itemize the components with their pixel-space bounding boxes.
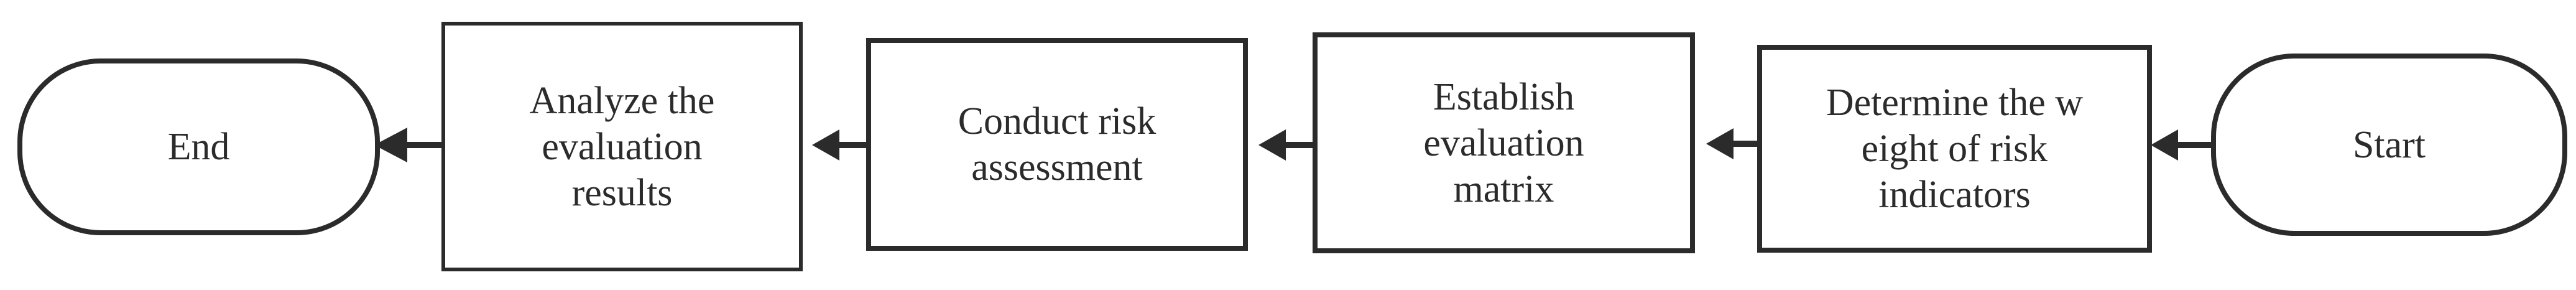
connector-start-to-weights bbox=[2151, 129, 2212, 161]
start-label: Start bbox=[2352, 123, 2426, 166]
assess-label: Conduct risk assessment bbox=[958, 100, 1156, 189]
analyze-process-box bbox=[441, 22, 803, 271]
connector-matrix-to-assess bbox=[1258, 129, 1314, 161]
connector-assess-to-analyze bbox=[812, 129, 867, 161]
assess-process-box bbox=[866, 38, 1248, 251]
weights-process-box bbox=[1757, 45, 2152, 253]
weights-label: Determine the w eight of risk indicators bbox=[1826, 82, 2084, 216]
analyze-label: Analyze the evaluation results bbox=[529, 79, 715, 214]
connector-weights-to-matrix bbox=[1706, 128, 1758, 159]
end-terminal-shape bbox=[17, 58, 380, 235]
start-terminal-shape bbox=[2211, 54, 2567, 236]
matrix-process-box bbox=[1313, 32, 1695, 253]
connector-analyze-to-end bbox=[374, 128, 443, 162]
matrix-label: Establish evaluation matrix bbox=[1423, 75, 1584, 210]
end-label: End bbox=[167, 126, 230, 168]
